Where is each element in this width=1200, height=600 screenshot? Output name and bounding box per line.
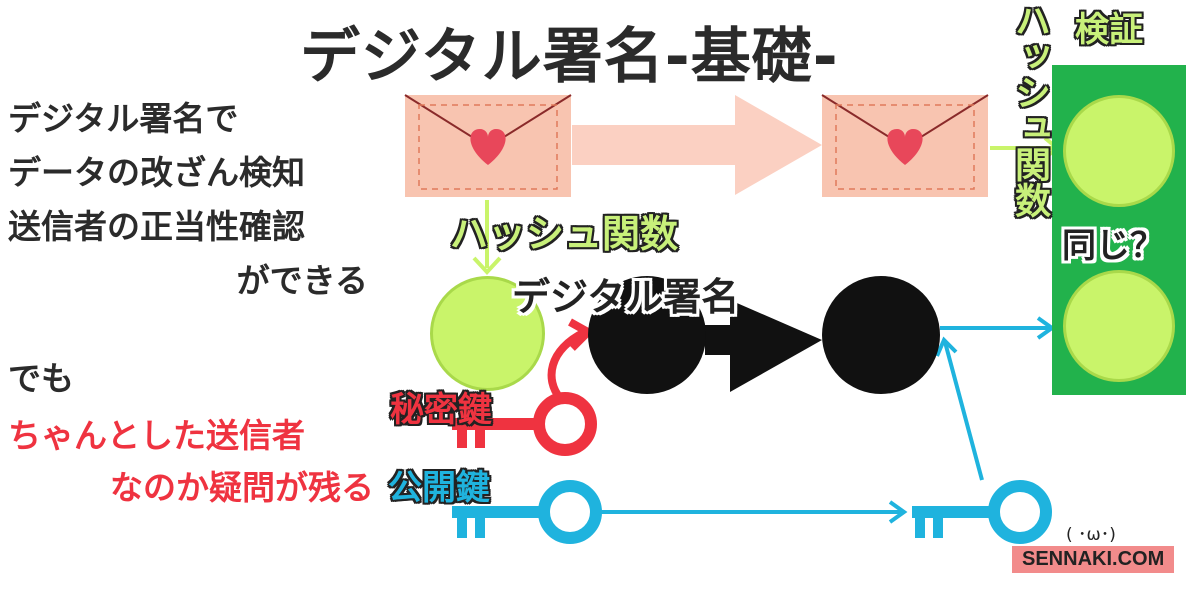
- arrow-right-icon: [940, 316, 1056, 340]
- brand-site: SENNAKI.COM: [1012, 546, 1175, 573]
- warning-line: ちゃんとした送信者: [8, 416, 305, 455]
- same-question-label: 同じ？: [1062, 226, 1164, 266]
- arrow-down-icon: [472, 200, 502, 275]
- warning-line: なのか疑問が残る: [110, 468, 374, 507]
- page-title: デジタル署名-基礎-: [300, 22, 839, 92]
- description-block: デジタル署名で データの改ざん検知 送信者の正当性確認 ができる: [8, 92, 368, 308]
- envelope-heart-icon: [404, 94, 572, 197]
- hash-value-circle: [430, 276, 545, 391]
- arrow-right-icon: [705, 300, 822, 392]
- arrow-right-icon: [572, 95, 822, 195]
- decrypted-circle: [822, 276, 940, 394]
- hash-result-circle: [1063, 270, 1175, 382]
- public-key-label: 公開鍵: [388, 468, 490, 508]
- note-but: でも: [8, 359, 74, 398]
- digital-signature-label: デジタル署名: [512, 275, 740, 319]
- arrow-up-icon: [935, 336, 984, 481]
- key-icon: [452, 480, 602, 544]
- key-icon: [912, 480, 1052, 544]
- private-key-label: 秘密鍵: [390, 390, 492, 430]
- arrow-right-icon: [600, 500, 908, 524]
- description-line: ができる: [236, 261, 368, 300]
- warning-block: ちゃんとした送信者 なのか疑問が残る: [8, 410, 374, 514]
- description-line: 送信者の正当性確認: [8, 207, 305, 246]
- hash-function-label: ハッシュ関数: [450, 212, 679, 256]
- key-icon: [452, 318, 597, 456]
- brand-face: ( ･ω･): [1066, 525, 1116, 545]
- verify-label: 検証: [1075, 10, 1143, 50]
- hash-function-vertical-label: ハッシュ関数: [1009, 2, 1050, 218]
- description-line: デジタル署名で: [8, 99, 239, 138]
- envelope-heart-icon: [821, 94, 989, 197]
- description-line: データの改ざん検知: [8, 153, 305, 192]
- signature-circle: [588, 276, 706, 394]
- hash-result-circle: [1063, 95, 1175, 207]
